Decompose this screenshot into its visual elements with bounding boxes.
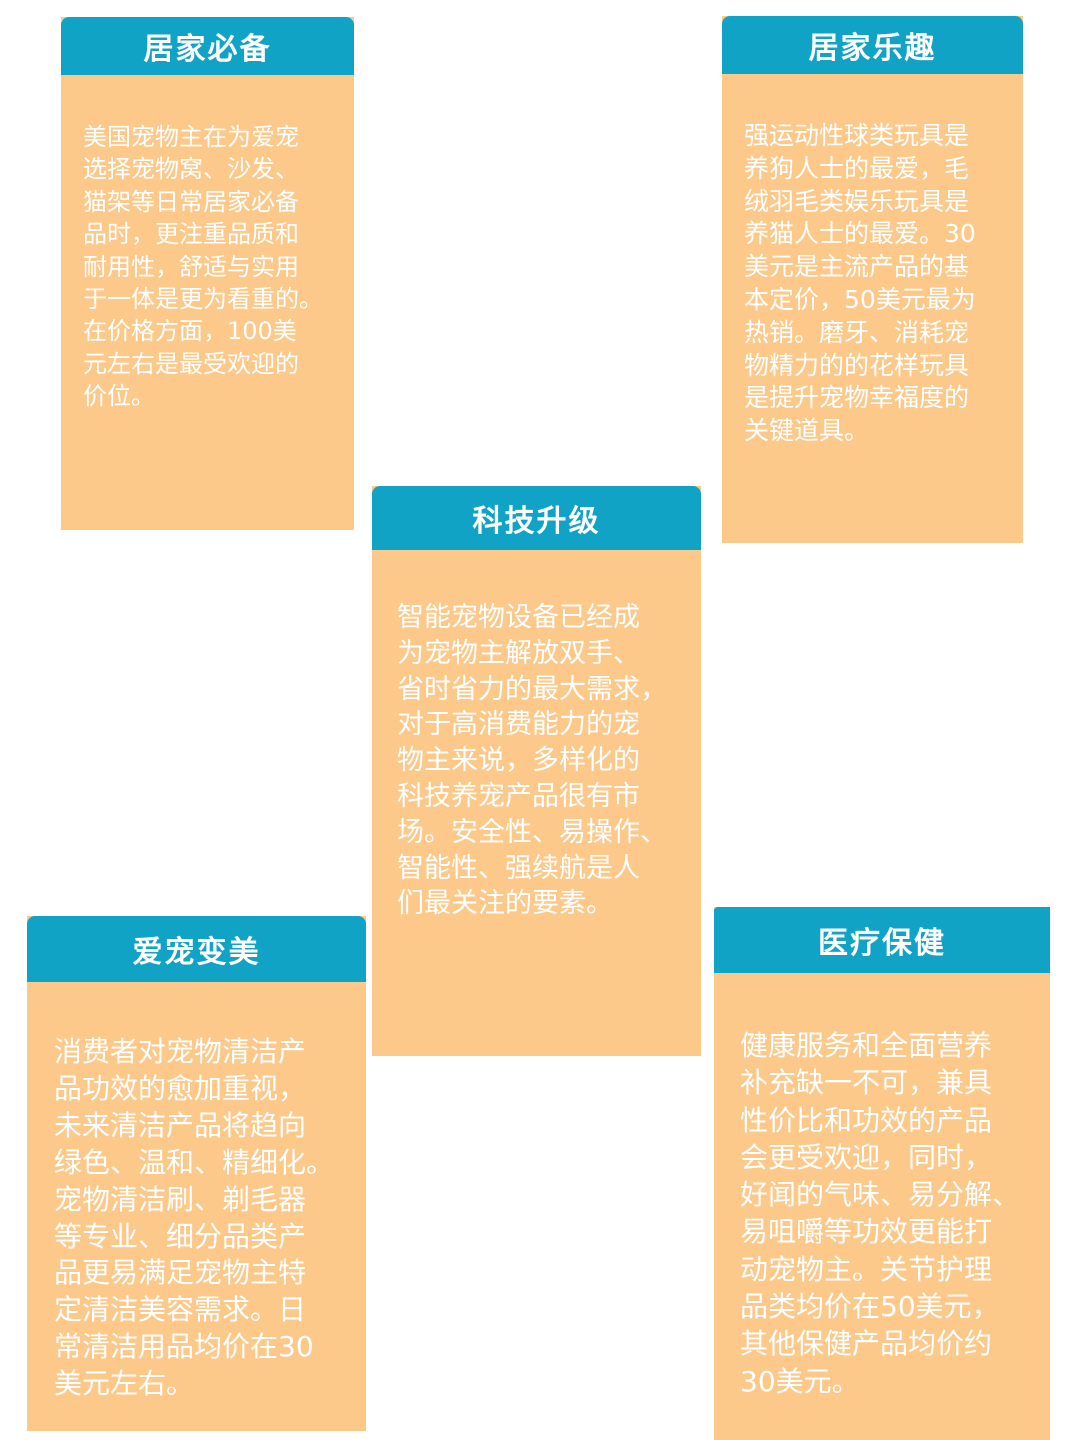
card-home-essentials: 居家必备 美国宠物主在为爱宠 选择宠物窝、沙发、 猫架等日常居家必备 品时，更注…: [61, 17, 354, 530]
card-tech-upgrade: 科技升级 智能宠物设备已经成 为宠物主解放双手、 省时省力的最大需求， 对于高消…: [372, 486, 701, 1056]
card-body: 智能宠物设备已经成 为宠物主解放双手、 省时省力的最大需求， 对于高消费能力的宠…: [397, 602, 667, 920]
card-header: 医疗保健: [714, 907, 1050, 973]
card-body: 美国宠物主在为爱宠 选择宠物窝、沙发、 猫架等日常居家必备 品时，更注重品质和 …: [83, 123, 323, 411]
card-title: 科技升级: [472, 504, 601, 539]
card-pet-beauty: 爱宠变美 消费者对宠物清洁产 品功效的愈加重视， 未来清洁产品将趋向 绿色、温和…: [27, 916, 366, 1431]
card-body: 消费者对宠物清洁产 品功效的愈加重视， 未来清洁产品将趋向 绿色、温和、精细化。…: [54, 1035, 335, 1401]
card-health-care: 医疗保健 健康服务和全面营养 补充缺一不可，兼具 性价比和功效的产品 会更受欢迎…: [714, 907, 1050, 1440]
card-title: 医疗保健: [818, 926, 946, 961]
card-header: 科技升级: [372, 486, 701, 550]
card-title: 居家必备: [143, 32, 272, 67]
card-header: 居家乐趣: [722, 16, 1023, 74]
card-body: 强运动性球类玩具是 养狗人士的最爱，毛 绒羽毛类娱乐玩具是 养猫人士的最爱。30…: [744, 121, 976, 446]
card-title: 爱宠变美: [132, 935, 261, 970]
card-title: 居家乐趣: [808, 31, 937, 66]
card-header: 爱宠变美: [27, 916, 366, 982]
card-home-fun: 居家乐趣 强运动性球类玩具是 养狗人士的最爱，毛 绒羽毛类娱乐玩具是 养猫人士的…: [722, 16, 1023, 543]
card-body: 健康服务和全面营养 补充缺一不可，兼具 性价比和功效的产品 会更受欢迎，同时， …: [740, 1029, 1021, 1398]
card-header: 居家必备: [61, 17, 354, 75]
